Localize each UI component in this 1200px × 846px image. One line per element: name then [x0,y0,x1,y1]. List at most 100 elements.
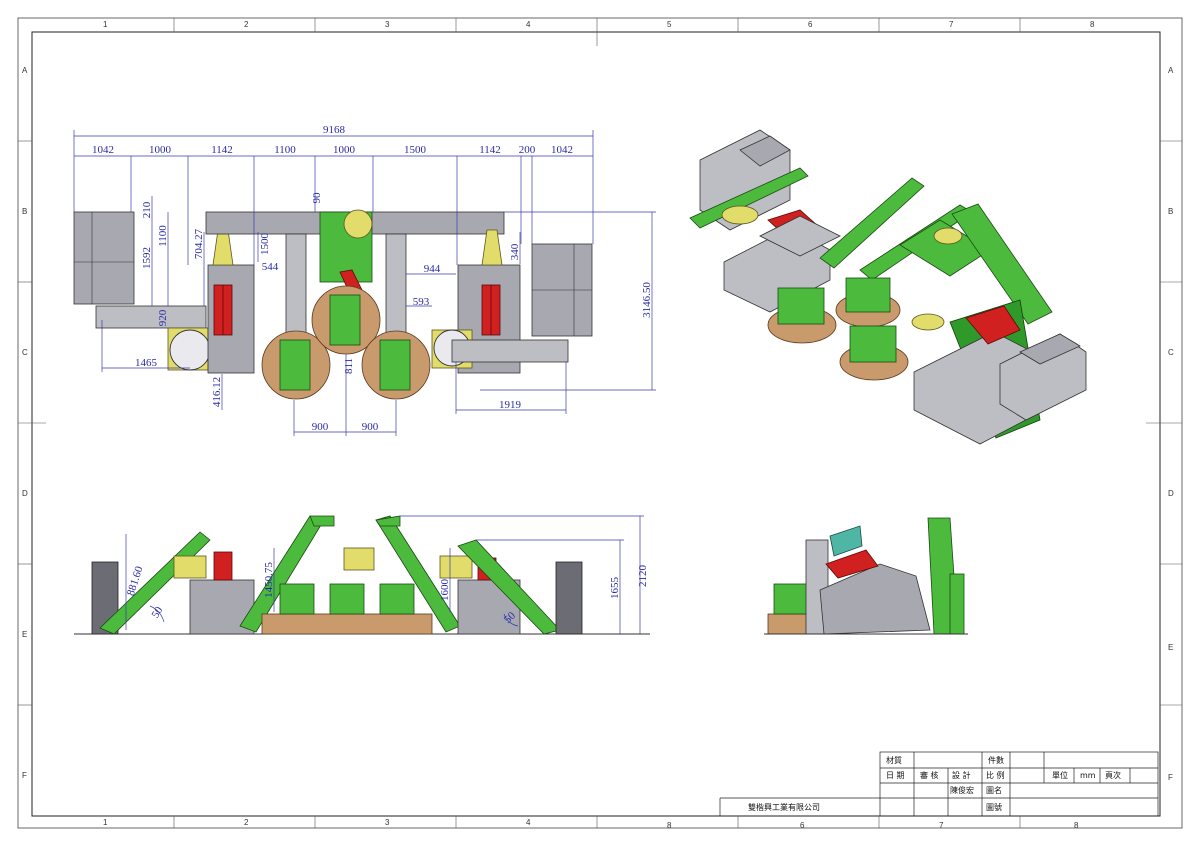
tb-date-label: 日 期 [886,771,905,780]
side-teal-chute [829,525,863,557]
front-pallet [261,613,433,635]
tb-designer: 陳俊宏 [950,785,974,795]
iso-bin-1 [777,287,825,325]
right-yellow-column [481,229,503,266]
col-label-bottom: 4 [526,818,531,827]
dim-left-v: 704.27 [193,228,205,259]
row-labels-left: A B C D E F [22,66,28,780]
col-label-bottom: 2 [244,818,249,827]
row-labels-right: A B C D E F [1168,66,1174,782]
col-label-top: 6 [808,20,813,29]
dim-seg: 200 [519,144,536,156]
iso-bowl-1 [721,205,759,225]
col-label-top: 8 [1090,20,1095,29]
dim-seg: 1000 [333,144,356,156]
title-block [719,751,1159,817]
front-bin-1 [279,583,315,615]
row-label-left: B [22,207,27,216]
grid-ticks [18,18,1182,828]
top-view-dimensions: 9168 1042 1000 1142 1100 1000 1500 1142 … [73,124,656,436]
iso-bowl-3 [911,313,945,331]
dim-seg: 1000 [149,144,172,156]
dim-center: 544 [262,261,279,273]
tb-material-label: 材質 [886,755,902,765]
row-label-left: F [22,771,27,780]
col-label-bottom: 3 [385,818,390,827]
col-label-bottom: 6 [800,821,805,830]
tb-review-label: 審 核 [920,770,939,780]
col-label-top: 5 [667,20,672,29]
tb-scale-label: 比 例 [986,770,1005,780]
dim-seg: 1142 [479,144,501,156]
iso-hopper-2 [965,305,1021,345]
dim-bottom: 416.12 [211,377,223,407]
drum-left-bin [279,339,311,391]
col-label-bottom: 8 [1074,821,1079,830]
row-label-right: F [1168,773,1173,782]
dim-seg: 1500 [404,144,427,156]
iso-bowl-2 [933,227,963,245]
tb-unit-value: mm [1080,771,1096,780]
row-label-right: C [1168,348,1174,357]
front-cabinet-right [555,561,583,635]
dim-right-v: 340 [509,243,521,260]
iso-bin-2 [845,277,891,313]
front-bowl-center [343,547,375,571]
col-label-top: 3 [385,20,390,29]
dim-overall-width: 9168 [323,124,346,136]
row-label-left: E [22,630,27,639]
dim-bottom: 900 [362,421,379,433]
tb-unit-label: 單位 [1052,770,1068,780]
right-conveyor [451,339,569,363]
front-bowl-left [173,555,207,579]
front-bin-2 [329,583,365,615]
row-label-right: D [1168,489,1174,498]
tb-design-label: 設 計 [952,770,971,780]
dim-left-v: 1500 [259,233,271,256]
left-yellow-column [212,229,234,266]
side-red-hopper [825,549,879,579]
dim-seg: 1042 [92,144,114,156]
front-view [74,515,650,635]
row-label-right: B [1168,207,1173,216]
tb-company: 雙楷興工業有限公司 [748,802,820,812]
row-label-right: A [1168,66,1174,75]
dim-left-v: 920 [157,309,169,326]
column-labels-top: 1 2 3 4 5 6 7 8 [103,20,1095,29]
isometric-view [689,129,1087,445]
dim-left-v: 1592 [141,247,153,269]
front-bowl-right [439,555,473,579]
row-label-left: C [22,348,28,357]
dim-bottom: 1465 [135,357,158,369]
col-label-top: 2 [244,20,249,29]
dim-front: 1450.75 [263,562,275,598]
tb-drawing-name-label: 圖名 [986,785,1002,795]
top-view [73,209,593,400]
front-bin-3 [379,583,415,615]
iso-incline-1 [819,177,925,269]
col-label-bottom: 8 [667,821,672,830]
dim-front: 2120 [637,565,649,588]
side-view [764,517,968,635]
dim-center: 944 [424,263,441,275]
row-label-left: A [22,66,28,75]
inner-border [31,31,1161,817]
dim-bottom: 900 [312,421,329,433]
right-post [385,233,407,335]
column-labels-bottom: 1 2 3 4 8 6 7 8 [103,818,1079,830]
tb-quantity-label: 件數 [988,755,1004,765]
dim-front: 1600 [439,579,451,602]
drum-center-bin [329,294,361,346]
side-bin [773,583,809,615]
dim-left-v: 1100 [157,225,169,247]
iso-bin-3 [849,325,897,363]
left-vibratory-bowl [169,329,211,371]
dim-center: 593 [413,296,430,308]
left-cabinet [73,211,135,305]
drum-right-bin [379,339,411,391]
left-conveyor [95,305,207,329]
tb-drawing-no-label: 圖號 [986,802,1002,812]
dim-front: 1655 [609,577,621,600]
col-label-top: 7 [949,20,954,29]
